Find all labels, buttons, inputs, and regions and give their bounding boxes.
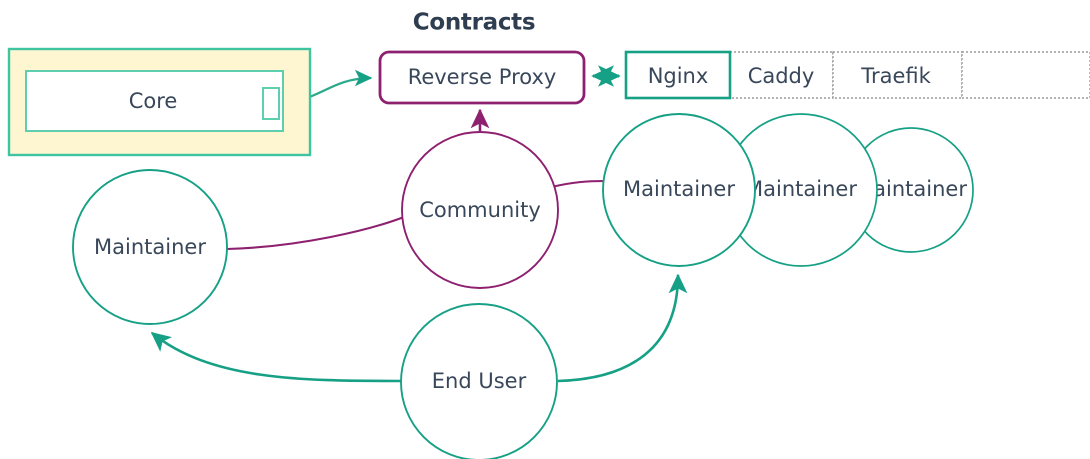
- edge-end-user-to-maintainer-left: [150, 331, 402, 383]
- option-cell-empty[interactable]: [961, 51, 1090, 99]
- community-label: Community: [419, 198, 541, 222]
- maintainer-circle-1[interactable]: Maintainer: [602, 113, 756, 267]
- core-label: Core: [129, 89, 178, 113]
- edge-community-to-maintainer-stack: [551, 179, 606, 189]
- core-component-body: [25, 70, 284, 132]
- reverse-proxy-node[interactable]: Reverse Proxy: [378, 50, 586, 105]
- option-label-nginx: Nginx: [648, 64, 709, 88]
- option-label-traefik: Traefik: [860, 64, 931, 88]
- contracts-title: Contracts: [413, 10, 536, 36]
- end-user-circle: [400, 303, 558, 459]
- maintainer-stack: Maintainer Maintainer Maintainer: [602, 113, 974, 267]
- edge-end-user-to-maintainer-stack: [557, 273, 688, 383]
- maintainer-left-label: Maintainer: [94, 235, 206, 259]
- maintainer-circle-1-label: Maintainer: [623, 177, 735, 201]
- maintainer-left-node[interactable]: Maintainer: [72, 169, 228, 325]
- community-circle: [401, 131, 559, 289]
- core-package[interactable]: Core: [7, 47, 312, 157]
- reverse-proxy-box: [378, 50, 586, 105]
- option-cell-traefik[interactable]: [832, 51, 963, 99]
- maintainer-circle-1-shape: [602, 113, 756, 267]
- end-user-label: End User: [432, 369, 527, 393]
- maintainer-circle-2-label: Maintainer: [745, 177, 857, 201]
- community-node[interactable]: Community: [401, 131, 559, 289]
- option-cell-nginx[interactable]: [624, 50, 732, 100]
- options-table: Nginx Caddy Traefik: [624, 50, 1090, 100]
- maintainer-left-circle: [72, 169, 228, 325]
- reverse-proxy-label: Reverse Proxy: [408, 65, 557, 89]
- maintainer-circle-2[interactable]: Maintainer: [724, 113, 878, 267]
- end-user-node[interactable]: End User: [400, 303, 558, 459]
- edge-community-to-maintainer-left: [226, 216, 405, 251]
- core-component-socket: [262, 87, 280, 120]
- option-label-caddy: Caddy: [748, 64, 815, 88]
